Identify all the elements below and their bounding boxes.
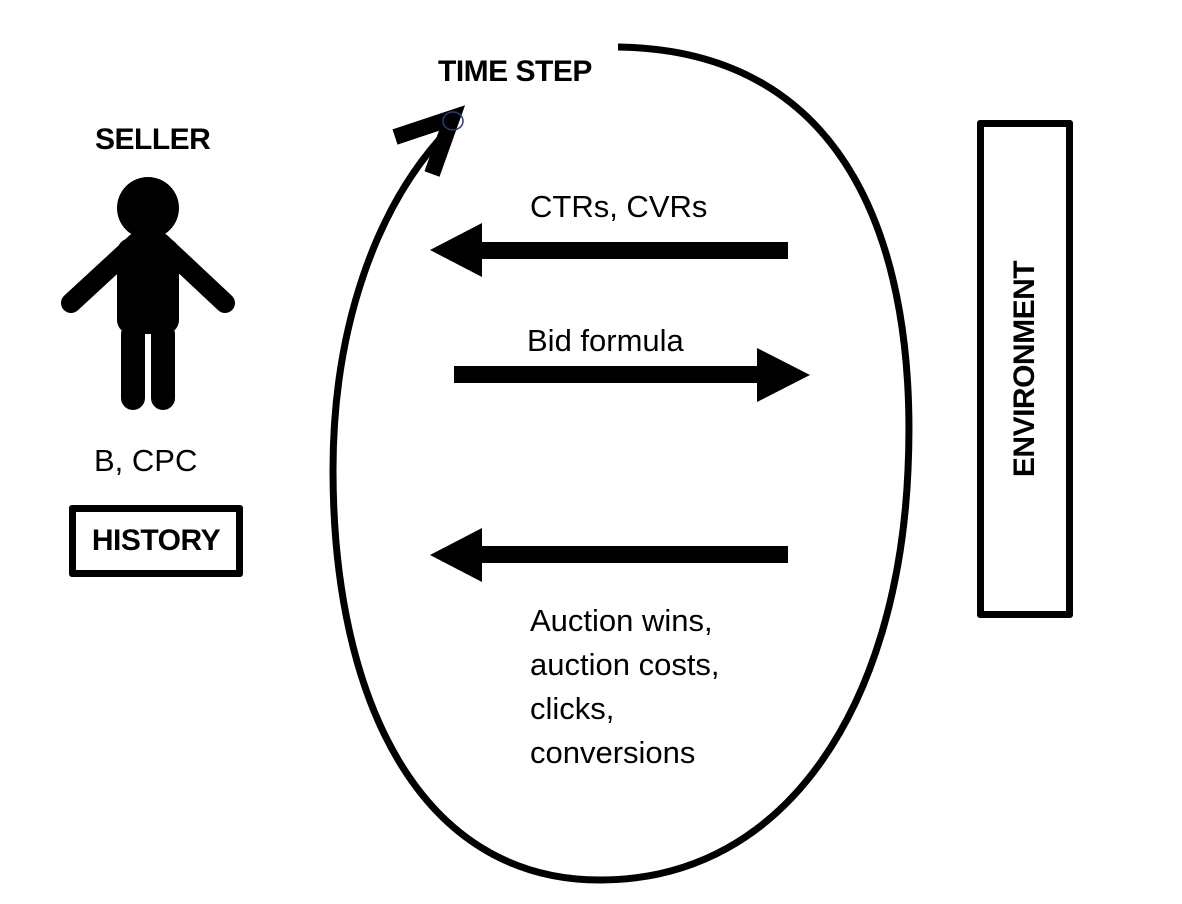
history-label: HISTORY [91, 524, 221, 557]
person-head [117, 177, 179, 239]
message-auction-results: Auction wins, auction costs, clicks, con… [530, 599, 720, 775]
arrow-ctrs-cvrs [430, 223, 788, 277]
person-left-leg [121, 322, 145, 410]
history-box: HISTORY [69, 505, 243, 577]
time-step-arrow-tip-dot [442, 111, 464, 131]
seller-label: SELLER [95, 123, 211, 156]
time-step-label: TIME STEP [438, 55, 592, 88]
arrow-auction-results [430, 528, 788, 582]
message-bid-formula: Bid formula [527, 323, 684, 358]
time-step-loop [329, 43, 913, 884]
person-icon [61, 177, 235, 410]
arrow-bid-formula-shaft [454, 366, 760, 383]
person-torso [117, 238, 179, 334]
seller-params: B, CPC [94, 443, 198, 478]
time-step-loop-arrowhead [392, 105, 466, 177]
message-auction-results-line: Auction wins, [530, 603, 713, 638]
arrow-auction-results-head [430, 528, 482, 582]
arrow-auction-results-shaft [480, 546, 788, 563]
message-auction-results-line: clicks, [530, 691, 615, 726]
message-ctrs-cvrs: CTRs, CVRs [530, 189, 708, 224]
environment-label: ENVIRONMENT [1008, 260, 1041, 478]
message-auction-results-line: auction costs, [530, 647, 720, 682]
arrow-bid-formula-head [757, 348, 810, 402]
arrow-ctrs-cvrs-head [430, 223, 482, 277]
message-auction-results-line: conversions [530, 735, 696, 770]
arrow-bid-formula [454, 348, 810, 402]
environment-box: ENVIRONMENT [977, 120, 1073, 618]
arrow-ctrs-cvrs-shaft [480, 242, 788, 259]
person-right-leg [151, 322, 175, 410]
